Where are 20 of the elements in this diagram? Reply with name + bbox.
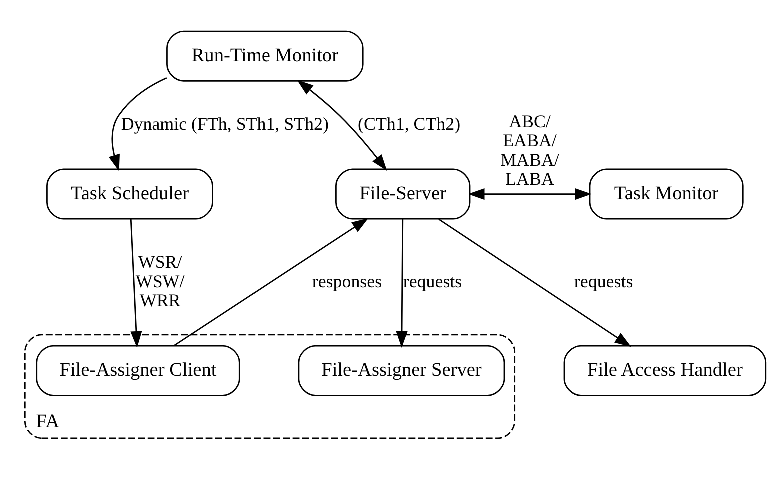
arrow bbox=[468, 188, 592, 200]
edge-label: requests bbox=[574, 270, 634, 291]
arrow bbox=[438, 218, 632, 347]
edge-label: ABC/ EABA/ MABA/ LABA bbox=[500, 110, 560, 189]
node-box: Task Scheduler bbox=[46, 168, 214, 220]
node-box: File-Server bbox=[336, 168, 471, 220]
edge-label: requests bbox=[403, 270, 462, 291]
edge-label: Dynamic (FTh, STh1, STh2) bbox=[121, 114, 329, 134]
arrow bbox=[130, 218, 142, 348]
node-box: Run-Time Monitor bbox=[166, 30, 364, 82]
edge-label: WSR/ WSW/ WRR bbox=[136, 251, 185, 310]
edge-label: (CTh1, CTh2) bbox=[358, 114, 461, 134]
arrow bbox=[108, 76, 168, 171]
node-box: File-Assigner Client bbox=[36, 344, 240, 396]
node-box: File Access Handler bbox=[564, 344, 767, 396]
node-box: File-Assigner Server bbox=[298, 344, 506, 396]
arrow bbox=[396, 218, 408, 348]
edge-label: responses bbox=[312, 270, 382, 291]
arrow bbox=[297, 80, 388, 171]
node-box: Task Monitor bbox=[589, 168, 744, 220]
